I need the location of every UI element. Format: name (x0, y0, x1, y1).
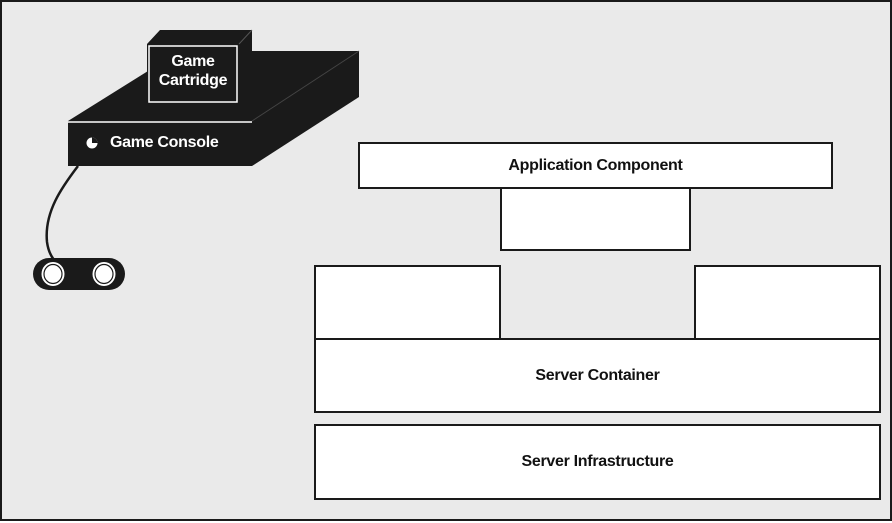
game-controller-icon (33, 258, 125, 290)
console-label: Game Console (110, 134, 219, 151)
cartridge-front-face (147, 44, 239, 104)
server-container-box: Server Container (314, 338, 881, 413)
console-side-face (252, 51, 359, 166)
application-component-connector-box (500, 187, 691, 251)
cartridge-label-line1: Game (171, 53, 215, 70)
application-component-box: Application Component (358, 142, 833, 189)
cartridge-label: Game Cartridge (147, 52, 239, 90)
cartridge-top-face (147, 30, 252, 44)
server-infrastructure-label: Server Infrastructure (521, 453, 674, 470)
application-component-label: Application Component (508, 156, 683, 174)
server-container-label: Server Container (535, 366, 660, 384)
server-infrastructure-box: Server Infrastructure (314, 424, 881, 500)
power-button-icon (86, 137, 98, 149)
console-front-face (68, 121, 252, 166)
controller-cable (45, 165, 79, 266)
cartridge-side-face (239, 30, 252, 104)
cartridge-label-line2: Cartridge (158, 72, 228, 89)
server-container-right-slot (694, 265, 881, 340)
server-container-left-slot (314, 265, 501, 340)
